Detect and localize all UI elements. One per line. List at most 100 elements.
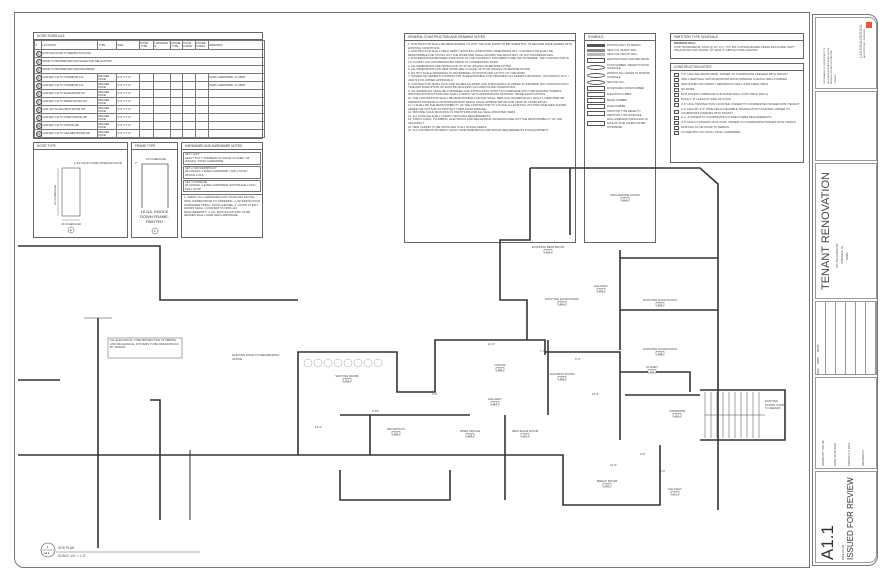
room-number-box [557,376,567,381]
door-number-icon: 11 [35,130,42,137]
project-info-cell: Drawn by: SM, ML Date: 03.28.2019 Projec… [815,377,877,469]
room-number: 116 [650,369,655,373]
construction-note: 2'-6" HIGH BY 3'-0" WIDE ADA ACCESSIBLE … [674,107,800,115]
rev-desc-header: DESC [816,344,820,352]
chair-icon [343,358,353,368]
construction-note: BUILD 1'-8" CLEAR AT SIDE OF DOOR [674,98,800,102]
firm-info: THIS DRAWING IS THE PROPERTY OF LACHINA … [824,47,837,85]
stair-note: EXISTING STAIRS, STAIR TO REMAIN [765,400,785,411]
construction-note: EXISTING 1/2 HR DOOR TO REMAIN [674,126,800,131]
dimension-label: 5'-10" [372,409,379,413]
room-number: 107 [523,433,528,437]
dimension-label: 8'-0" [660,469,666,473]
room-name: EXISTING RESTROOM [532,245,565,249]
symbol-row: PARTITION TYPE REFER TO PARTITION TYPE S… [587,110,653,117]
room-number: 113 [675,413,680,417]
sheet-number: A1.1 [818,525,837,560]
general-note: 10. THE CONTRACTOR SHALL BE RESPONSIBLE … [408,95,565,104]
general-note: 6. DO NOT SCALE DRAWINGS TO DETERMINE LO… [408,70,526,75]
room-number-box [495,367,505,372]
waiting-chairs [303,358,383,368]
door-type-title: DOOR TYPE [34,143,127,150]
room-name: HALLWAY [668,487,682,491]
room-name: NEW EXAM ROOM [512,429,539,433]
symbol-label: ARCHITECTURAL FEATURE ABOVE [607,58,650,62]
construction-note: INFILL NEW WALL WITHIN EXISTING DOOR OPE… [674,78,800,82]
hardware-notes: 1. VERIFY ALL HARDWARE FUNCTIONS AND KEY… [182,194,262,219]
construction-note-text: NO WORK [681,87,695,92]
symbol-icon [587,57,605,63]
room-number: 102 [394,431,399,435]
project-title-cell: TENANT RENOVATION 215 TOLLGATE RD WARWIC… [815,163,877,299]
room-number-box [543,249,553,254]
chair-icon [363,358,373,368]
room-number: 105 [468,433,473,437]
room-name: OFFICE [495,363,506,367]
general-note: 12. PROVIDE SOLID BLOCKING IN PARTITIONS… [408,110,516,115]
walls [18,167,786,548]
chair-icon [333,358,343,368]
door-type-diagram: 1-3/4 SOLID CORE INTERIOR DOOR AS SCHEDU… [53,161,122,234]
section-tag-icon [40,542,56,558]
room-name: EXISTING EXAM ROOM [643,298,677,302]
hardware-set-name: SET 3 STORAGE [185,179,208,184]
room-name: HALLWAY [488,397,502,401]
symbols-title: SYMBOLS [585,34,655,41]
dimension-label: 3'-0" [640,452,646,456]
note-number-icon [674,103,679,107]
door-height-label: AS SCHEDULED [53,185,57,205]
symbol-label: NEW FULL HEIGHT WALL [607,48,638,52]
general-note: 8. CONTRACTOR SHALL PLAN AND SCHEDULE WO… [408,81,569,90]
dimension-label: 13'-6" [592,392,599,396]
construction-note-text: BUILD 1'-8" CLEAR AT SIDE OF DOOR [681,97,731,102]
room-name: BREAK ROOM [597,479,618,483]
room-number: 111 [546,249,550,253]
construction-note: NO WORK [674,88,800,92]
construction-note: 3'-0" HIGH LOCKSMITH WITH SINK, OWNER TO… [674,120,800,126]
general-note: 7. OWNER OR OWNER'S CONTRACTOR IS RESPON… [408,74,569,82]
general-note: 11. IT SHALL BE THE RESPONSIBILITY OF TH… [408,103,567,111]
general-note: 2. CONTRACTOR SHALL FIELD VERIFY EXISTIN… [408,49,554,57]
project-number: Project #: 1831 [847,442,851,466]
room-number: 115 [599,288,604,292]
construction-note-text: CLOSER BUT NO LATCH, PANIC HARDWARE [681,130,741,135]
note-number-icon [674,98,679,102]
symbol-label: WALL DIMENSION FROM FACE TO FACE OF STUD… [607,118,648,129]
issue-status: ISSUED FOR REVIEW [846,477,855,560]
general-note: 4. ALL DIMENSIONS ARE FROM FACE OF STUD … [408,63,512,68]
room-name: CORRIDOR [669,409,686,413]
door-number-icon: 10 [35,122,42,129]
symbol-icon [587,53,605,57]
frame-type-title: FRAME TYPE [132,143,177,150]
symbol-row: WALL DIMENSION FROM FACE TO FACE OF STUD… [587,118,653,129]
symbol-icon [587,86,605,92]
dimension-label: 10'-0" [610,463,617,467]
existing-door-note: EXISTING DOOR TO NEIGHBORING OFFICE [232,354,280,361]
revision-number: Revision #: [861,449,865,466]
door-number-icon: 4 [35,74,42,81]
sheet-id-cell: A1.1 SITE PLAN ISSUED FOR REVIEW [815,471,877,563]
symbol-label: ROOM NAME / ROOM NUMBER [607,86,645,90]
hardware-set-items: 1B HINGES / LEVER HARDWARE W/STORAGE LOC… [185,183,257,191]
revision-table: REV DATE DESC [815,301,877,375]
room-number: 106 [498,367,503,371]
firm-cell: LACHINA DESIGN ARCHITECTURE + INTERIORS … [815,17,877,89]
dimension-label: 7'-3" [540,349,546,353]
room-number-box [602,483,612,488]
partition-name: INTERIOR WALL [674,41,697,45]
room-number: 117 [673,491,678,495]
symbol-row: DOOR NUMBER / REFER TO DOOR SCHEDULE [587,64,653,71]
construction-note-text: 3'-0" HIGH LOCKSMITH WITH SINK, OWNER TO… [681,120,797,125]
room-number-box [620,197,630,202]
door-type-label: 1-3/4 SOLID CORE INTERIOR DOOR [74,161,122,165]
construction-note: 3'-6" HIGH MILLWORK DESK, OWNER TO COORD… [674,73,800,77]
plan-caption-title: SITE PLAN [58,546,75,550]
firm-name: LACHINA DESIGN [858,24,863,58]
